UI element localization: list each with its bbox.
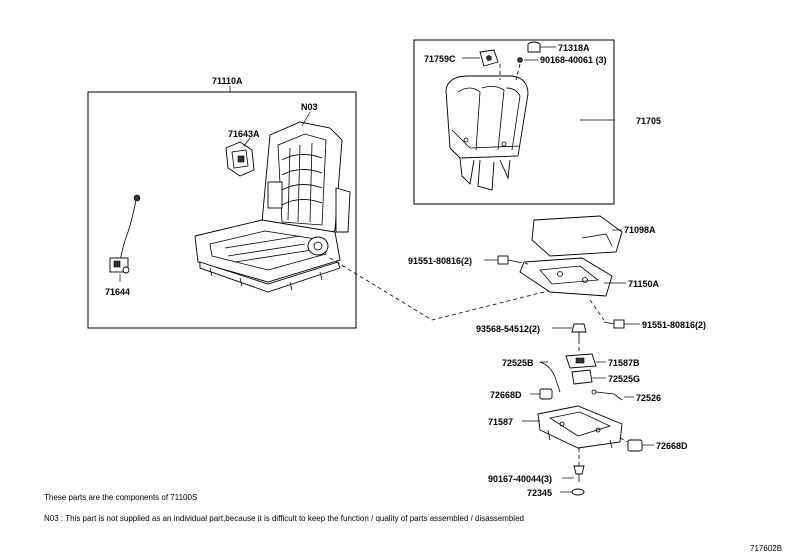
label-72668D-upper[interactable]: 72668D	[490, 390, 522, 400]
label-71644[interactable]: 71644	[105, 287, 130, 297]
clip-71759C	[479, 49, 499, 67]
bolt-91551-right	[603, 319, 625, 329]
clip-93568	[571, 323, 587, 340]
washer-72345	[571, 488, 585, 496]
n03-note: N03 : This part is not supplied as an in…	[44, 514, 524, 523]
bracket-71150A	[519, 257, 613, 297]
cap-71318A	[527, 41, 541, 53]
harness-71644	[109, 194, 141, 274]
label-90167-40044[interactable]: 90167-40044(3)	[488, 474, 552, 484]
cushion-pad-71098A	[531, 215, 623, 257]
label-91551-80816-left[interactable]: 91551-80816(2)	[408, 256, 472, 266]
lever-72525G	[571, 369, 593, 385]
label-93568-54512[interactable]: 93568-54512(2)	[476, 324, 540, 334]
track-71587	[537, 405, 623, 449]
bolt-91551-left	[497, 255, 519, 265]
label-71150A[interactable]: 71150A	[628, 279, 660, 289]
seat-frame-illustration	[194, 121, 351, 293]
recliner-cover-71643A	[225, 141, 255, 177]
components-note: These parts are the components of 71100S	[44, 493, 197, 502]
leader-N03	[301, 111, 311, 127]
label-71705[interactable]: 71705	[636, 116, 661, 126]
label-72668D-lower[interactable]: 72668D	[656, 441, 688, 451]
label-71587B[interactable]: 71587B	[608, 358, 640, 368]
label-72525G[interactable]: 72525G	[608, 374, 640, 384]
seatback-cover-illustration	[445, 75, 529, 191]
label-71318A[interactable]: 71318A	[558, 43, 590, 53]
cap-72668D-lower	[627, 439, 643, 452]
cover-group-box	[413, 39, 615, 205]
leader-71643A	[243, 137, 251, 147]
label-90168-40061[interactable]: 90168-40061 (3)	[540, 55, 607, 65]
diagram-id: 717602B	[750, 544, 782, 553]
rod-72525B	[539, 361, 561, 393]
bolt-90167	[573, 465, 585, 482]
label-72526[interactable]: 72526	[636, 393, 661, 403]
wire-72526	[591, 389, 623, 401]
label-72525B[interactable]: 72525B	[502, 358, 534, 368]
cap-72668D-upper	[539, 388, 553, 400]
label-71587[interactable]: 71587	[488, 417, 513, 427]
dashed-connection	[329, 257, 561, 321]
label-N03[interactable]: N03	[301, 102, 318, 112]
frame-group-box	[87, 91, 357, 329]
label-71643A[interactable]: 71643A	[228, 129, 260, 139]
label-71110A[interactable]: 71110A	[212, 76, 243, 86]
label-91551-80816-right[interactable]: 91551-80816(2)	[642, 320, 706, 330]
label-71098A[interactable]: 71098A	[624, 225, 656, 235]
screw-90168	[517, 57, 523, 63]
knob-71587B	[565, 353, 597, 369]
label-71759C[interactable]: 71759C	[424, 54, 456, 64]
label-72345[interactable]: 72345	[527, 488, 552, 498]
